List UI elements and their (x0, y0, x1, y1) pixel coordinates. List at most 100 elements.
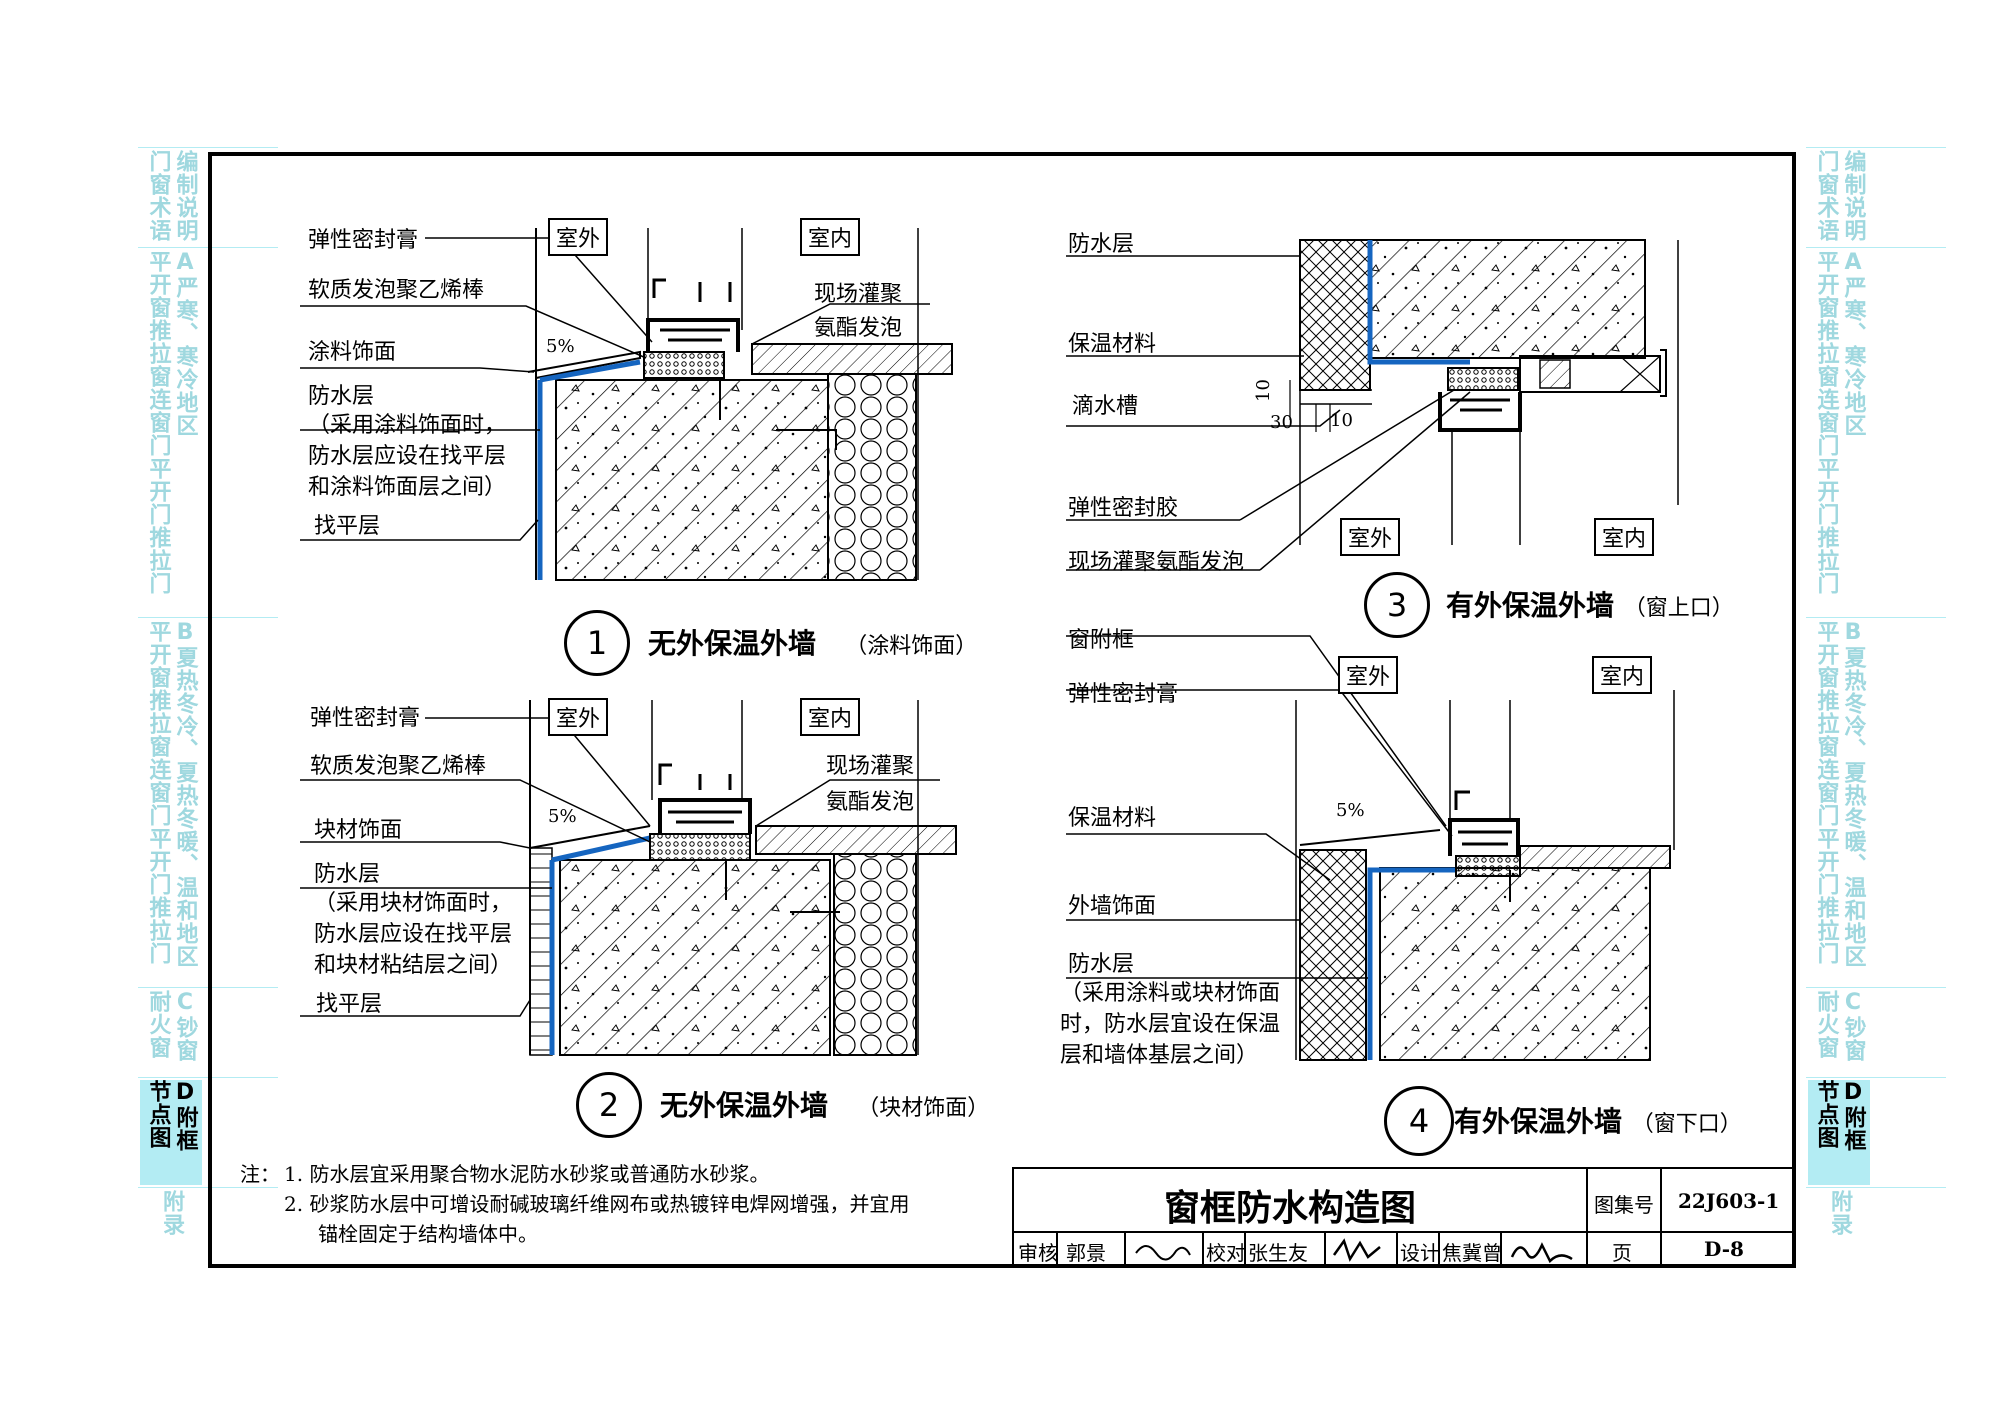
d3-dim-10a: 10 (1252, 379, 1274, 402)
d4-label-subframe: 窗附框 (1068, 628, 1135, 653)
left-tab-0-label-1: 编制说明 (172, 150, 198, 242)
d3-label-waterproof: 防水层 (1068, 232, 1135, 257)
d2-label-sealant: 弹性密封膏 (310, 706, 421, 731)
d2-title: 无外保温外墙 （块材饰面） (660, 1089, 990, 1122)
d3-number-circle: 3 (1364, 572, 1430, 638)
detail-2-section (300, 700, 957, 1056)
detail-1-section (300, 228, 953, 581)
d2-slope: 5% (548, 806, 577, 827)
d4-outdoor-tag: 室外 (1338, 656, 1399, 694)
detail-3-section (1066, 239, 1679, 571)
d2-label-leveling: 找平层 (316, 992, 383, 1017)
d1-title: 无外保温外墙 （涂料饰面） (648, 627, 978, 660)
d3-outdoor-tag: 室外 (1340, 518, 1401, 556)
d2-label-pu-2: 氨酯发泡 (826, 790, 915, 815)
d4-label-sealant: 弹性密封膏 (1068, 682, 1179, 707)
left-tab-1-label-0: 平开窗推拉窗连窗门平开门推拉门 (145, 250, 171, 595)
d4-label-waterproof: 防水层 (1068, 952, 1135, 977)
d1-indoor-tag: 室内 (800, 218, 861, 256)
right-tab-3-label-1: C钞窗 (1840, 990, 1866, 1062)
d3-label-drip-groove: 滴水槽 (1072, 394, 1139, 419)
title-block: 窗框防水构造图 图集号 22J603-1 审核 郭景 校对 张生友 设计 焦冀曾… (1012, 1167, 1796, 1268)
left-tab-3-label-0: 耐火窗 (145, 990, 171, 1059)
note-1: 1. 防水层宜采用聚合物水泥防水砂浆或普通防水砂浆。 (284, 1162, 770, 1186)
designer-signature (1510, 1242, 1573, 1264)
right-tab-3-label-0: 耐火窗 (1813, 990, 1839, 1059)
d2-number-circle: 2 (576, 1072, 642, 1138)
left-tab-0[interactable]: 门窗术语编制说明 (140, 150, 202, 245)
d1-label-coating: 涂料饰面 (308, 340, 397, 365)
drawing-frame (208, 152, 1796, 1268)
right-tab-1-label-0: 平开窗推拉窗连窗门平开门推拉门 (1813, 250, 1839, 595)
detail-4-section (1066, 635, 1675, 1061)
right-tab-5-label-0: 附录 (1827, 1190, 1852, 1236)
d3-title: 有外保温外墙 （窗上口） (1446, 589, 1734, 622)
drawing-title: 窗框防水构造图 (1164, 1188, 1417, 1229)
left-tab-4-label-1: D附框 (172, 1080, 198, 1152)
d2-label-tile: 块材饰面 (314, 818, 403, 843)
right-tab-1-label-1: A严寒、寒冷地区 (1840, 250, 1866, 437)
d3-label-sealant: 弹性密封胶 (1068, 496, 1179, 521)
page-label: 页 (1612, 1241, 1632, 1265)
d4-label-facade: 外墙饰面 (1068, 894, 1157, 919)
left-tab-2-label-1: B夏热冬冷、夏热冬暖、温和地区 (172, 620, 198, 968)
left-tab-divider (138, 147, 278, 148)
d2-label-foam-rod: 软质发泡聚乙烯棒 (310, 754, 487, 779)
right-tab-divider (1806, 1187, 1946, 1188)
right-tab-2-label-0: 平开窗推拉窗连窗门平开门推拉门 (1813, 620, 1839, 965)
right-tab-divider (1806, 617, 1946, 618)
right-tab-0[interactable]: 门窗术语编制说明 (1808, 150, 1870, 245)
right-tab-0-label-1: 编制说明 (1840, 150, 1866, 242)
d4-indoor-tag: 室内 (1592, 656, 1653, 694)
right-tab-5[interactable]: 附录 (1808, 1190, 1870, 1270)
note-2: 2. 砂浆防水层中可增设耐碱玻璃纤维网布或热镀锌电焊网增强，并宜用 (284, 1192, 910, 1216)
d4-title: 有外保温外墙 （窗下口） (1454, 1105, 1742, 1138)
d1-label-leveling: 找平层 (314, 514, 381, 539)
left-tab-5[interactable]: 附录 (140, 1190, 202, 1270)
d1-label-sealant: 弹性密封膏 (308, 228, 419, 253)
left-tab-4-label-0: 节点图 (145, 1080, 171, 1149)
d3-indoor-tag: 室内 (1594, 518, 1655, 556)
atlas-number: 22J603-1 (1678, 1189, 1780, 1213)
d2-label-note: （采用块材饰面时， 防水层应设在找平层 和块材粘结层之间） (314, 891, 513, 978)
design-label: 设计 (1400, 1241, 1440, 1265)
designer-name: 焦冀曾 (1442, 1241, 1502, 1265)
left-tab-2-label-0: 平开窗推拉窗连窗门平开门推拉门 (145, 620, 171, 965)
d3-label-insulation: 保温材料 (1068, 332, 1157, 357)
left-tab-5-label-0: 附录 (159, 1190, 184, 1236)
page-number: D-8 (1704, 1237, 1744, 1261)
note-2-cont: 锚栓固定于结构墙体中。 (318, 1222, 538, 1246)
right-tab-4-label-0: 节点图 (1813, 1080, 1839, 1149)
d4-slope: 5% (1336, 800, 1365, 821)
right-tab-divider (1806, 1077, 1946, 1078)
checker-name: 张生友 (1248, 1241, 1308, 1265)
left-tab-3-label-1: C钞窗 (172, 990, 198, 1062)
d1-label-foam-rod: 软质发泡聚乙烯棒 (308, 278, 485, 303)
d1-label-waterproof: 防水层 (308, 384, 375, 409)
d3-label-pu-foam: 现场灌聚氨酯发泡 (1068, 550, 1245, 575)
right-tab-divider (1806, 147, 1946, 148)
review-label: 审核 (1018, 1241, 1058, 1265)
left-tab-1-label-1: A严寒、寒冷地区 (172, 250, 198, 437)
atlas-label: 图集号 (1594, 1193, 1654, 1217)
reviewer-signature (1135, 1245, 1191, 1261)
d1-outdoor-tag: 室外 (548, 218, 609, 256)
d2-label-pu-1: 现场灌聚 (826, 754, 915, 779)
reviewer-name: 郭景 (1066, 1241, 1106, 1265)
d1-slope: 5% (546, 336, 575, 357)
d1-label-pu-1: 现场灌聚 (814, 282, 903, 307)
d4-number-circle: 4 (1384, 1086, 1454, 1156)
d1-number-circle: 1 (564, 610, 630, 676)
check-label: 校对 (1206, 1241, 1246, 1265)
d2-label-waterproof: 防水层 (314, 862, 381, 887)
d4-label-insulation: 保温材料 (1068, 806, 1157, 831)
